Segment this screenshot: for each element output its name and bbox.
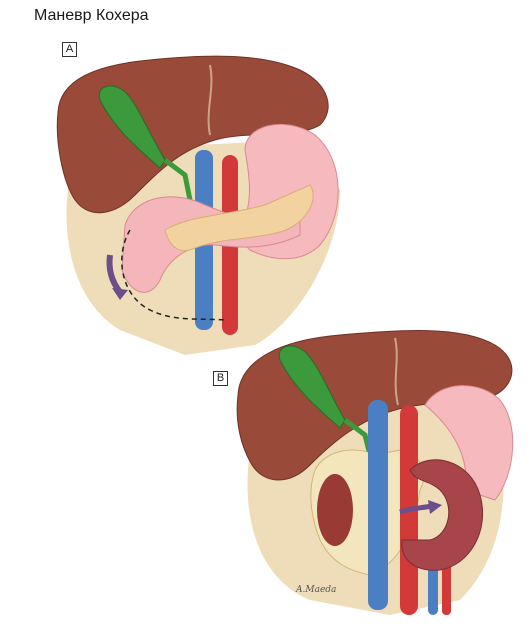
artist-signature: A.Maeda — [296, 585, 337, 595]
bile-duct-a — [163, 158, 193, 201]
duodenum-b — [401, 459, 484, 571]
falciform-ligament-b — [394, 337, 399, 406]
kocher-incision-line — [121, 229, 226, 321]
gallbladder-b — [278, 345, 346, 429]
panel-a-illustration — [56, 55, 340, 355]
panel-b-illustration — [236, 330, 514, 615]
panel-label-a: A — [62, 42, 77, 57]
arrow-head-a — [112, 288, 128, 300]
falciform-ligament-a — [207, 64, 213, 136]
pancreas-a — [164, 184, 314, 252]
gallbladder-a — [98, 85, 166, 169]
right-kidney — [317, 474, 353, 546]
page-title: Маневр Кохера — [34, 7, 149, 24]
stomach-b — [424, 385, 514, 501]
panel-label-b: B — [213, 371, 228, 386]
arrow-head-b — [428, 500, 442, 514]
ivc-b — [368, 400, 388, 610]
